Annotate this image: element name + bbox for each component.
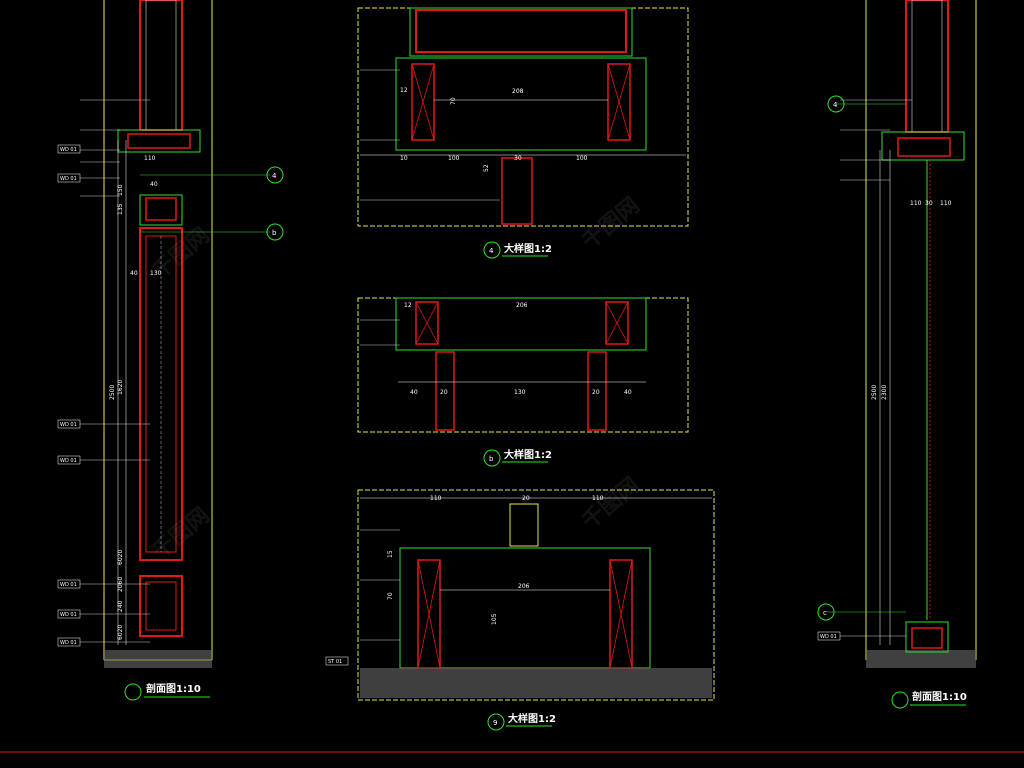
detailb-dim-130: 130 bbox=[514, 389, 526, 396]
left-dim-40: 40 bbox=[150, 181, 158, 188]
right-bubble-c-label: c bbox=[823, 609, 827, 617]
detailb-title: 大样图1:2 bbox=[504, 448, 552, 461]
left-label-wd7: WD 01 bbox=[60, 640, 77, 646]
left-dim-135: 135 bbox=[117, 203, 124, 215]
left-label-wd5: WD 01 bbox=[60, 582, 77, 588]
detail9-dim-206: 206 bbox=[518, 583, 530, 590]
left-label-wd3: WD 01 bbox=[60, 422, 77, 428]
bubble-b-left-label: b bbox=[272, 229, 277, 237]
right-bubble-4 bbox=[827, 95, 845, 113]
detailb-dim-40b: 40 bbox=[624, 389, 632, 396]
detail9-bubble-label: 9 bbox=[493, 719, 497, 727]
detail-9: ST 01 110 20 110 206 105 70 15 9 大样图1:2 bbox=[325, 489, 715, 731]
detail9-dim-20: 20 bbox=[522, 495, 530, 502]
left-label-wd4: WD 01 bbox=[60, 458, 77, 464]
left-dim-2060: 2060 bbox=[117, 577, 124, 592]
detail9-dim-110a: 110 bbox=[430, 495, 442, 502]
left-dim-130: 130 bbox=[150, 270, 162, 277]
left-section: WD 01 WD 01 WD 01 WD 01 WD 01 WD 01 WD 0… bbox=[57, 0, 284, 701]
left-dim-150: 150 bbox=[117, 184, 124, 196]
right-label-wd1: WD 01 bbox=[820, 634, 837, 640]
detail9-bubble bbox=[487, 713, 505, 731]
left-dim-1620: 1620 bbox=[117, 380, 124, 395]
bubble-b-left bbox=[266, 223, 284, 241]
detail4-dim-100a: 100 bbox=[448, 155, 460, 162]
right-bubble-4-label: 4 bbox=[833, 101, 838, 109]
detailb-dim-20b: 20 bbox=[592, 389, 600, 396]
detail9-dim-70: 70 bbox=[387, 592, 394, 600]
detail9-dim-105: 105 bbox=[491, 613, 498, 625]
detail4-dim-30: 30 bbox=[514, 155, 522, 162]
detailb-dim-206: 206 bbox=[516, 302, 528, 309]
section-left-bubble bbox=[124, 683, 142, 701]
detail9-label-st01: ST 01 bbox=[328, 659, 342, 665]
detailb-dim-20a: 20 bbox=[440, 389, 448, 396]
left-dim-110: 110 bbox=[144, 155, 156, 162]
detailb-dim-12: 12 bbox=[404, 302, 412, 309]
detail-b: 206 40 20 130 20 40 12 b 大样图1:2 bbox=[357, 297, 689, 467]
right-section: WD 01 110 30 110 2500 2300 4 c 剖面图1:10 bbox=[817, 0, 977, 709]
detail4-bubble-label: 4 bbox=[489, 247, 494, 255]
watermark-1: 千图网 bbox=[578, 193, 645, 255]
left-dim-40b: 40 bbox=[130, 270, 138, 277]
left-label-wd6: WD 01 bbox=[60, 612, 77, 618]
bubble-4-left bbox=[266, 166, 284, 184]
right-bubble-c bbox=[817, 603, 835, 621]
detailb-bubble-label: b bbox=[489, 455, 494, 463]
right-dim-110a: 110 bbox=[910, 200, 922, 207]
detailb-bubble bbox=[483, 449, 501, 467]
right-dim-2500: 2500 bbox=[871, 385, 878, 400]
detail9-dim-15: 15 bbox=[387, 550, 394, 558]
section-right-title: 剖面图1:10 bbox=[912, 690, 967, 703]
left-dim-2500: 2500 bbox=[109, 385, 116, 400]
detail4-dim-52: 52 bbox=[483, 164, 490, 172]
right-dim-30: 30 bbox=[925, 200, 933, 207]
detail4-dim-208: 208 bbox=[512, 88, 524, 95]
left-dim-6020b: 6020 bbox=[117, 625, 124, 640]
left-label-wd1: WD 01 bbox=[60, 147, 77, 153]
bubble-4-left-label: 4 bbox=[272, 172, 277, 180]
detail9-dim-110b: 110 bbox=[592, 495, 604, 502]
detail4-dim-70: 70 bbox=[450, 97, 457, 105]
section-left-title: 剖面图1:10 bbox=[146, 682, 201, 695]
detail4-title: 大样图1:2 bbox=[504, 242, 552, 255]
detail-4: 208 100 100 30 10 12 70 52 4 大样图1:2 bbox=[357, 7, 689, 259]
section-right-bubble bbox=[891, 691, 909, 709]
left-dim-6020: 6020 bbox=[117, 550, 124, 565]
watermark-2: 千图网 bbox=[578, 473, 645, 535]
right-dim-2300: 2300 bbox=[881, 385, 888, 400]
detail9-title: 大样图1:2 bbox=[508, 712, 556, 725]
detail4-dim-10: 10 bbox=[400, 155, 408, 162]
right-dim-110b: 110 bbox=[940, 200, 952, 207]
detail4-bubble bbox=[483, 241, 501, 259]
detailb-dim-40a: 40 bbox=[410, 389, 418, 396]
detail4-dim-12: 12 bbox=[400, 87, 408, 94]
left-label-wd2: WD 01 bbox=[60, 176, 77, 182]
detail4-dim-100b: 100 bbox=[576, 155, 588, 162]
left-dim-240: 240 bbox=[117, 600, 124, 612]
